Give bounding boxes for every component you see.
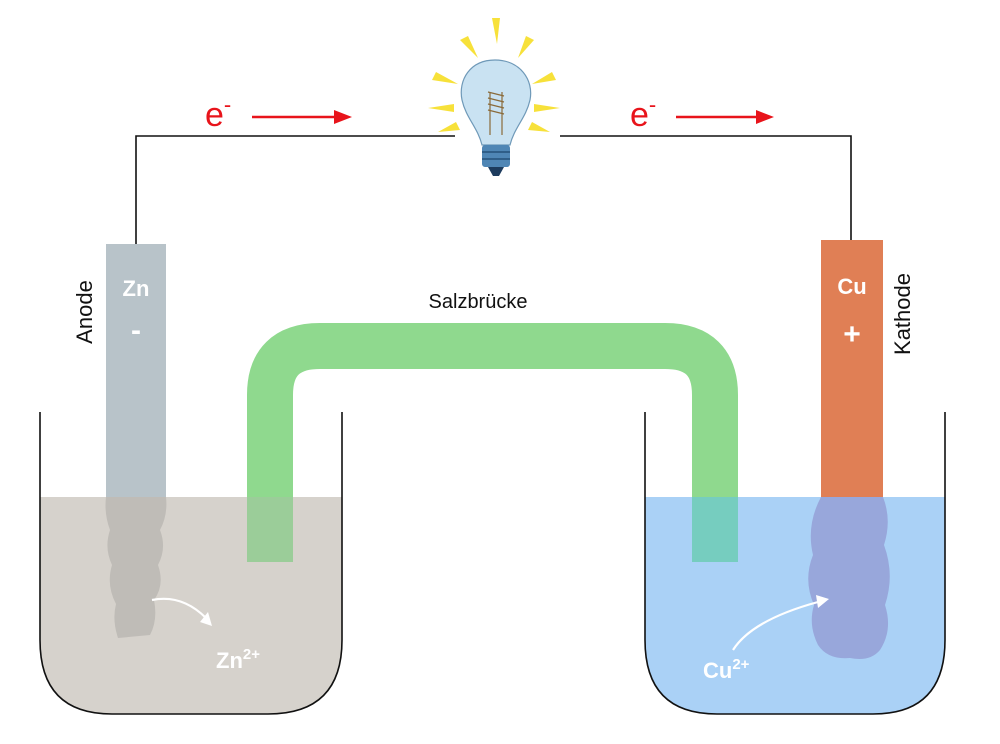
bulb-base	[482, 145, 510, 167]
curved-arrow-icon	[151, 597, 207, 619]
bulb-glass	[460, 59, 532, 146]
curved-arrow-head	[200, 612, 212, 626]
salt-bridge-right-submerged	[692, 497, 738, 562]
copper-symbol: Cu	[837, 274, 866, 299]
copper-solution	[645, 497, 945, 714]
salt-bridge-label: Salzbrücke	[429, 291, 528, 313]
zinc-beaker	[39, 412, 343, 715]
external-circuit-wire	[135, 135, 852, 244]
zinc-symbol: Zn	[123, 276, 150, 301]
zinc-polarity: -	[131, 314, 141, 347]
left-wire	[135, 135, 455, 244]
salt-bridge	[247, 323, 738, 562]
salt-bridge-left-submerged	[247, 497, 293, 562]
curved-arrow-icon	[732, 600, 819, 651]
electron-flow-left: e-	[205, 92, 352, 134]
right-arrow-icon	[676, 110, 774, 124]
bulb-filament	[487, 91, 505, 135]
electron-flow-right: e-	[630, 92, 774, 134]
cathode-label: Kathode	[890, 273, 915, 355]
zinc-ion-label: Zn2+	[216, 646, 260, 673]
curved-arrow-head	[816, 595, 829, 608]
copper-polarity: +	[843, 318, 861, 351]
copper-electrode	[808, 240, 890, 659]
electron-right-label: e-	[630, 92, 656, 134]
copper-beaker	[644, 412, 946, 715]
electron-left-label: e-	[205, 92, 231, 134]
zinc-corroded-part	[105, 497, 167, 638]
copper-deposit	[808, 497, 890, 659]
anode-label: Anode	[72, 280, 97, 344]
copper-ion-label: Cu2+	[703, 656, 750, 683]
light-rays	[428, 18, 560, 132]
right-wire	[560, 135, 852, 240]
zinc-electrode	[105, 244, 167, 638]
light-bulb-icon	[428, 18, 560, 176]
right-arrow-icon	[252, 110, 352, 124]
